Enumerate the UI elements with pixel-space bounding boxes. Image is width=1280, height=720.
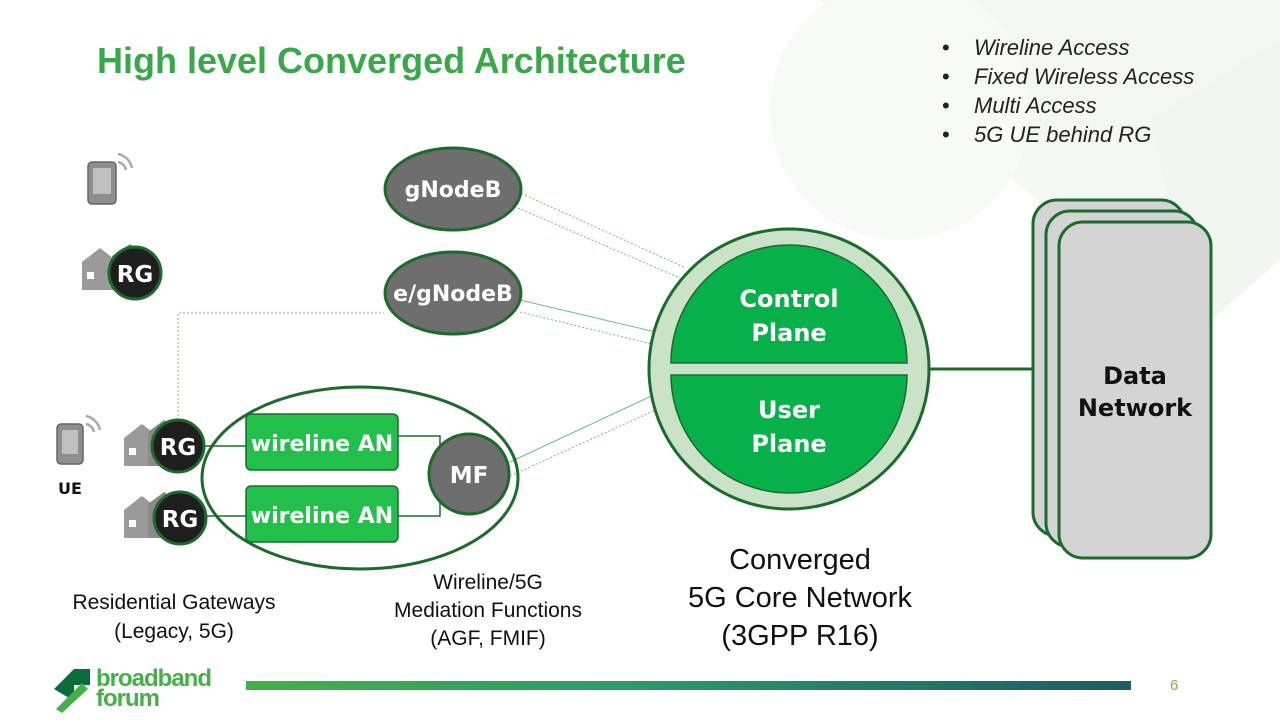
user-plane-label: Plane	[751, 430, 826, 458]
bullet-item: Multi Access	[942, 91, 1194, 120]
ue-device-icon	[56, 414, 102, 465]
core-network-caption: Converged 5G Core Network (3GPP R16)	[687, 544, 912, 652]
logo-wordmark: broadband forum	[96, 665, 212, 712]
user-plane-label: User	[758, 396, 820, 424]
converged-core-node: Control Plane User Plane	[647, 227, 931, 511]
mf-node: MF	[427, 432, 511, 516]
rg-node: RG	[150, 418, 206, 474]
broadband-forum-logo-icon	[54, 669, 90, 713]
slide-title: High level Converged Architecture	[97, 40, 686, 81]
wireline-an-node: wireline AN	[245, 413, 399, 471]
svg-text:RG: RG	[160, 435, 197, 461]
rg-node: RG	[107, 245, 163, 301]
rg-node: RG	[152, 490, 208, 546]
egnodeb-node: e/gNodeB	[383, 250, 523, 336]
svg-text:e/gNodeB: e/gNodeB	[393, 282, 513, 307]
data-network-label: Data	[1103, 362, 1167, 390]
ue-label: UE	[58, 479, 82, 498]
bullet-item: Wireline Access	[942, 33, 1194, 62]
page-number: 6	[1170, 677, 1179, 694]
bullet-item: Fixed Wireless Access	[942, 62, 1194, 91]
gnodeb-node: gNodeB	[383, 146, 523, 232]
connector-lines	[177, 191, 1034, 517]
svg-text:wireline AN: wireline AN	[251, 504, 393, 529]
mediation-functions-boundary	[200, 385, 520, 571]
access-type-list: Wireline Access Fixed Wireless Access Mu…	[942, 33, 1194, 149]
mobile-device-icon	[87, 152, 134, 205]
control-plane-label: Plane	[751, 319, 826, 347]
svg-text:RG: RG	[162, 507, 199, 533]
svg-text:RG: RG	[117, 262, 154, 288]
svg-text:MF: MF	[450, 463, 489, 489]
mediation-functions-caption: Wireline/5G Mediation Functions (AGF, FM…	[394, 571, 582, 650]
svg-text:gNodeB: gNodeB	[405, 178, 502, 203]
data-network-label: Network	[1078, 394, 1193, 422]
wireline-an-node: wireline AN	[245, 485, 399, 543]
svg-text:wireline AN: wireline AN	[251, 432, 393, 457]
control-plane-label: Control	[739, 285, 838, 313]
footer-bar	[246, 681, 1131, 690]
residential-gateways-caption: Residential Gateways (Legacy, 5G)	[72, 591, 276, 643]
data-network-node: Data Network	[1031, 198, 1213, 560]
bullet-item: 5G UE behind RG	[942, 120, 1194, 149]
